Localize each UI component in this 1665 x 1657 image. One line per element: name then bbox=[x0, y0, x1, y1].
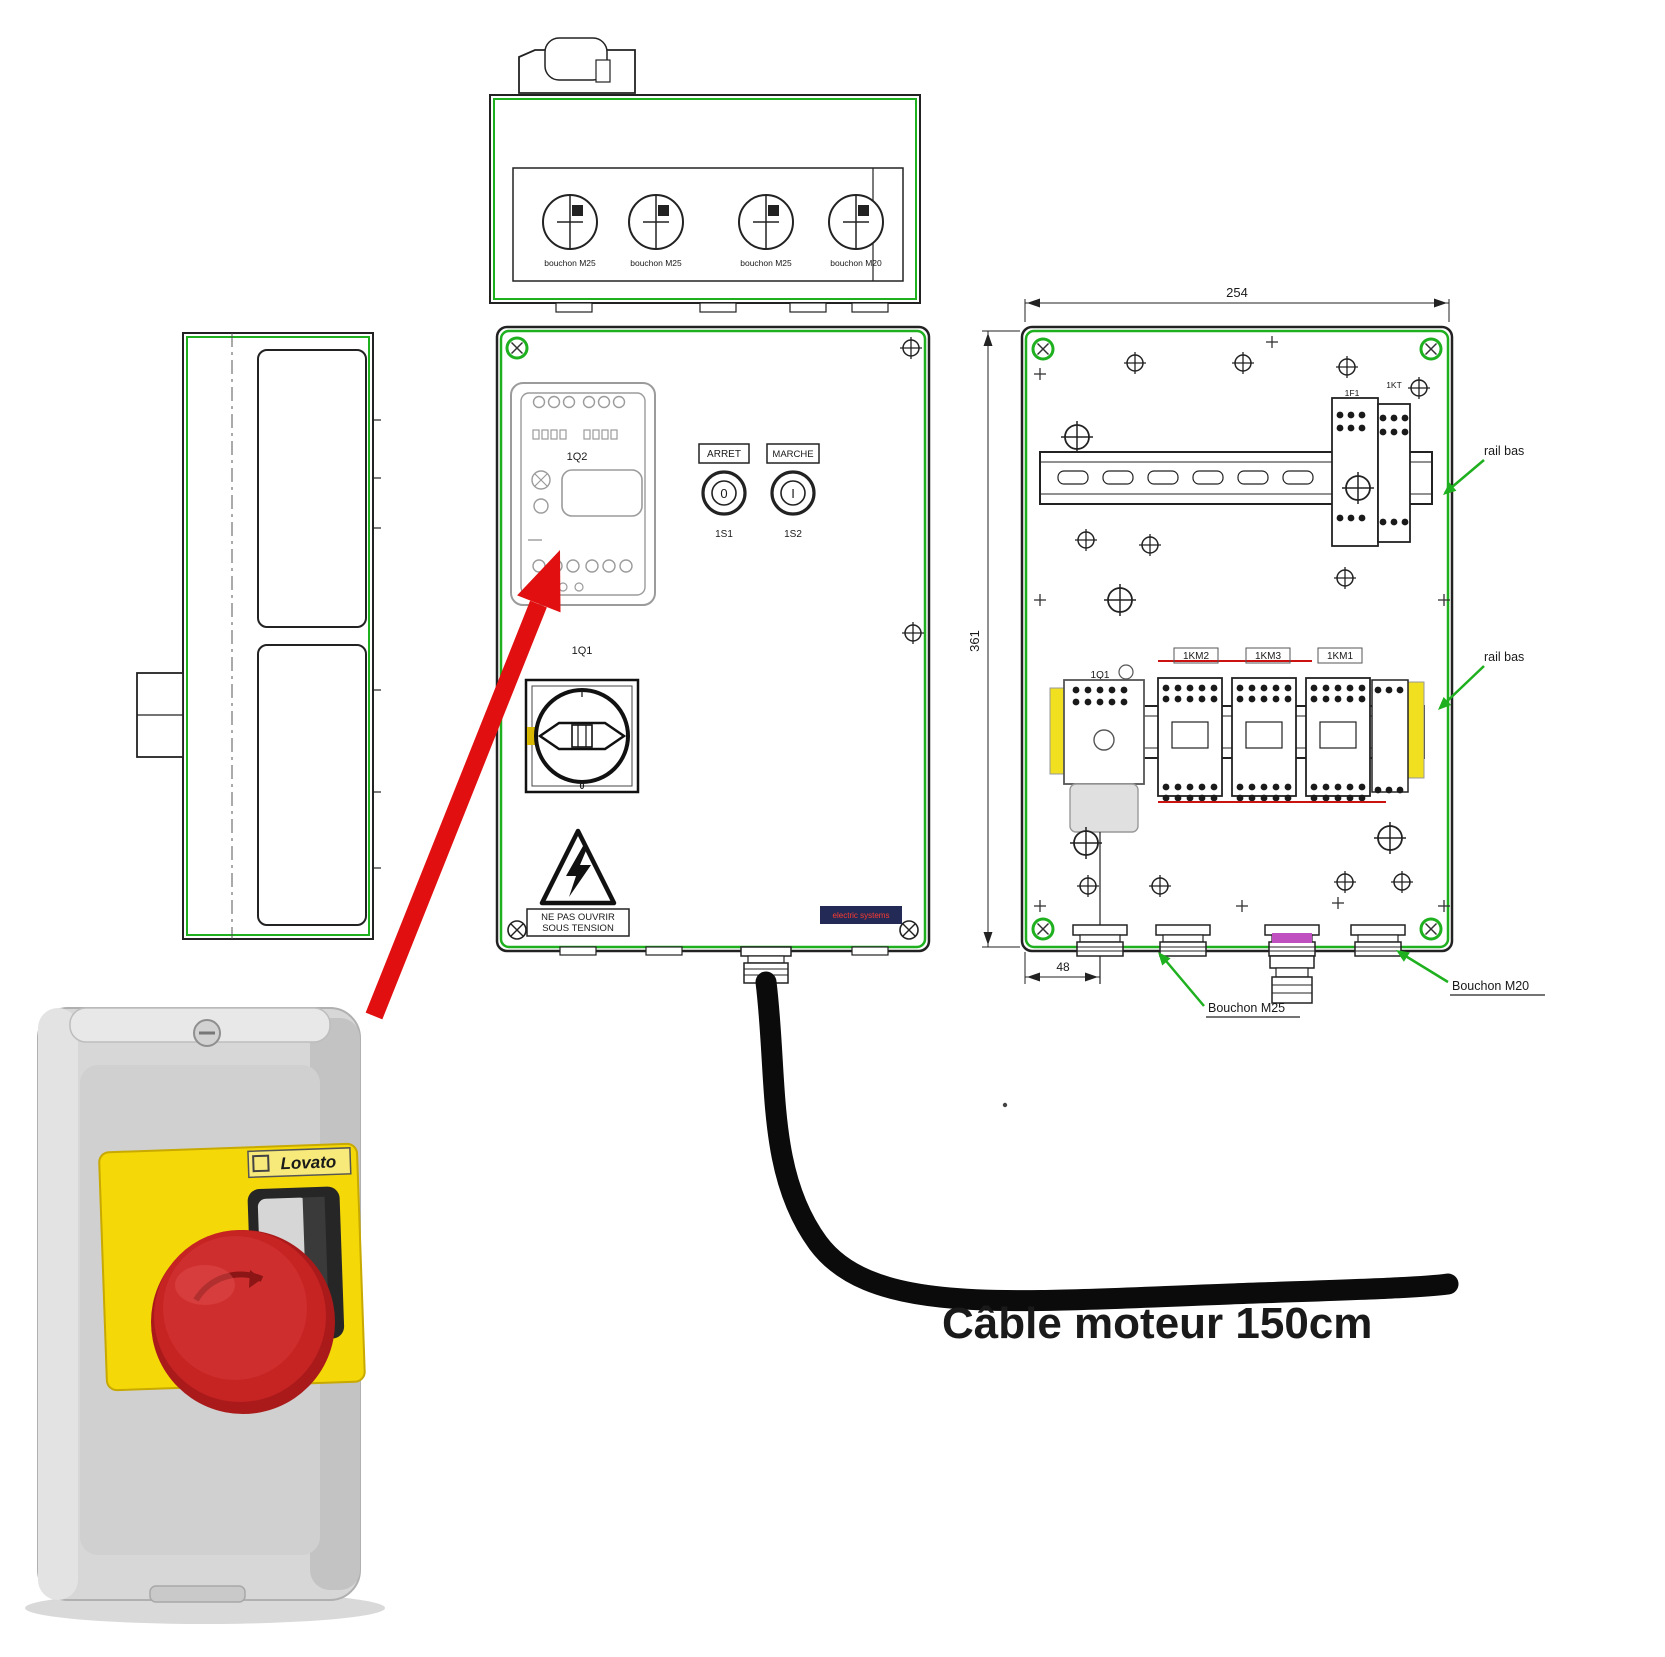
warning-text-line1: NE PAS OUVRIR bbox=[541, 912, 615, 923]
rotary-switch-unit: 1Q1 I 0 bbox=[524, 645, 640, 794]
end-stop-yellow bbox=[1049, 687, 1065, 775]
start-button-unit: MARCHE I 1S2 bbox=[766, 443, 820, 540]
cable-gland-icon bbox=[828, 194, 884, 250]
gland-magenta-seal bbox=[1272, 933, 1312, 943]
relay-ref-label: 1F1 bbox=[1345, 388, 1360, 398]
dimension-height: 361 bbox=[967, 330, 1020, 948]
top-view-green-outline bbox=[493, 98, 917, 300]
lovato-logo-plate bbox=[247, 1147, 352, 1179]
rail-top-label: rail bas bbox=[1484, 444, 1524, 458]
contactor-ref-label: 1KM2 bbox=[1183, 651, 1210, 662]
rotary-switch-ref: 1Q1 bbox=[572, 645, 593, 657]
corner-screw-icon bbox=[505, 336, 529, 360]
gland-m25-label: Bouchon M25 bbox=[1208, 1001, 1285, 1015]
contactor-ref-label: 1KM3 bbox=[1255, 651, 1282, 662]
cable-gland-icon bbox=[542, 194, 598, 250]
gland-label: bouchon M25 bbox=[544, 258, 596, 268]
breaker-ref-label: 1Q2 bbox=[567, 451, 588, 463]
contactor-block bbox=[1305, 677, 1371, 801]
strain-relief-gland bbox=[1269, 955, 1315, 1004]
top-view: bouchon M25 bouchon M25 bouchon M25 bouc… bbox=[489, 37, 921, 313]
lovato-logo-text: Lovato bbox=[280, 1152, 336, 1173]
gland-m20-label: Bouchon M20 bbox=[1452, 979, 1529, 993]
contactor-block bbox=[1231, 677, 1297, 801]
start-button-symbol: I bbox=[791, 486, 795, 501]
brand-plate: electric systems bbox=[820, 906, 902, 924]
stop-button-label: ARRET bbox=[707, 449, 741, 460]
stop-button-symbol: 0 bbox=[720, 486, 727, 501]
switch-yellow-mark bbox=[527, 727, 536, 745]
start-button-label: MARCHE bbox=[772, 449, 813, 460]
internal-breaker-block bbox=[1063, 679, 1145, 984]
emergency-stop-photo: Lovato bbox=[25, 1007, 385, 1624]
front-view-green-outline bbox=[499, 329, 927, 949]
corner-screw-icon bbox=[1031, 917, 1055, 941]
red-arrow-head bbox=[517, 550, 561, 613]
corner-screw-icon bbox=[1419, 917, 1443, 941]
lightning-bolt-icon bbox=[566, 846, 591, 897]
side-window bbox=[257, 644, 367, 926]
brand-plate-text: electric systems bbox=[833, 911, 890, 920]
cable-gland-icon bbox=[628, 194, 684, 250]
din-rail-bottom-assembly: 1KM2 1KM3 1KM1 1Q1 bbox=[1049, 647, 1425, 984]
gland-m20-leader: Bouchon M20 bbox=[1392, 945, 1545, 996]
corner-screw-icon bbox=[1419, 337, 1443, 361]
rail-bottom-label: rail bas bbox=[1484, 650, 1524, 664]
bottom-gland-icon bbox=[1350, 924, 1406, 957]
dimension-width: 254 bbox=[1024, 285, 1450, 322]
dim-offset-value: 48 bbox=[1056, 960, 1070, 974]
side-view bbox=[136, 332, 381, 940]
side-window bbox=[257, 349, 367, 628]
dim-width-value: 254 bbox=[1226, 285, 1248, 300]
bottom-gland-icon bbox=[1155, 924, 1211, 957]
cable-gland-icon bbox=[738, 194, 794, 250]
front-view-outline bbox=[495, 325, 931, 953]
gland-label: bouchon M20 bbox=[830, 258, 882, 268]
side-view-green-outline bbox=[186, 336, 370, 936]
internal-view-green-outline bbox=[1024, 329, 1450, 949]
internal-breaker-ref: 1Q1 bbox=[1091, 670, 1110, 681]
switch-on-mark: I bbox=[581, 689, 584, 699]
cable-path bbox=[755, 971, 1459, 1312]
contactor-block bbox=[1157, 677, 1223, 801]
internal-view: 254 361 bbox=[967, 285, 1545, 1018]
relay-timer-block: 1F1 1KT bbox=[1331, 376, 1431, 547]
bottom-gland-icon bbox=[1072, 924, 1128, 957]
dim-height-value: 361 bbox=[967, 630, 982, 652]
corner-screw-icon bbox=[899, 920, 919, 940]
timer-ref-label: 1KT bbox=[1386, 380, 1402, 390]
red-callout-arrow bbox=[365, 550, 561, 1020]
gland-label: bouchon M25 bbox=[630, 258, 682, 268]
rail-top-leader: rail bas bbox=[1439, 444, 1524, 500]
cable-length-label: Câble moteur 150cm bbox=[942, 1299, 1372, 1348]
stop-button-unit: ARRET 0 1S1 bbox=[698, 443, 750, 540]
lovato-logo-icon bbox=[252, 1154, 270, 1173]
start-button-ref: 1S2 bbox=[784, 529, 802, 540]
corner-screw-icon bbox=[507, 920, 527, 940]
high-voltage-warning: NE PAS OUVRIR SOUS TENSION bbox=[526, 828, 630, 937]
end-stop-yellow bbox=[1407, 681, 1425, 779]
contactor-ref-label: 1KM1 bbox=[1327, 651, 1354, 662]
front-view: 1Q2 ARRET 0 1S1 MARCHE I 1S2 bbox=[495, 325, 931, 984]
gland-m25-leader: Bouchon M25 bbox=[1153, 948, 1300, 1018]
warning-text-line2: SOUS TENSION bbox=[542, 923, 614, 934]
corner-screw-icon bbox=[1031, 337, 1055, 361]
dimension-offset: 48 bbox=[1024, 952, 1100, 984]
stop-button-ref: 1S1 bbox=[715, 529, 733, 540]
gland-label: bouchon M25 bbox=[740, 258, 792, 268]
rail-bottom-leader: rail bas bbox=[1434, 650, 1524, 714]
switch-off-mark: 0 bbox=[579, 781, 584, 791]
motor-cable: Câble moteur 150cm bbox=[755, 971, 1459, 1348]
